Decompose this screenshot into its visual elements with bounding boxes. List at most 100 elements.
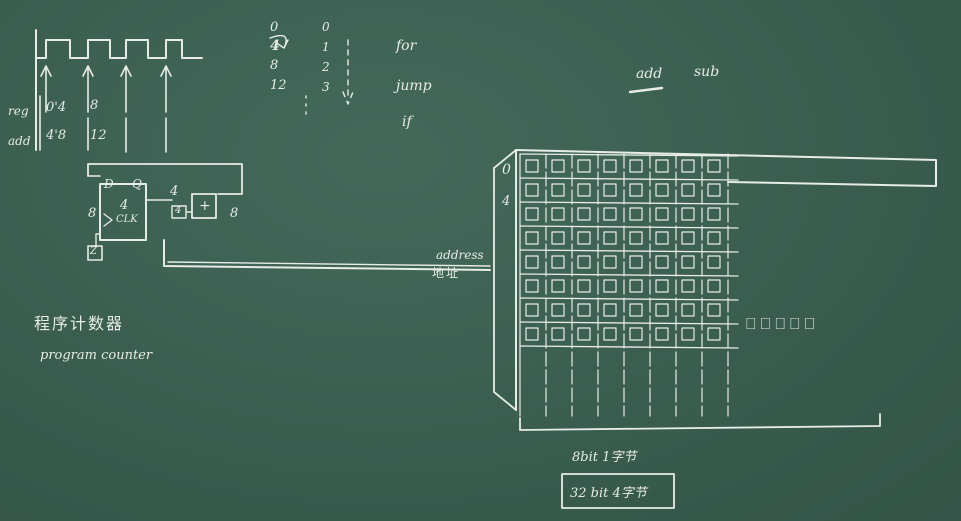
memory-cell: [681, 159, 695, 173]
memory-grid: [519, 153, 739, 417]
q-label: Q: [132, 177, 142, 191]
addr-0: 0: [270, 20, 279, 35]
memory-cell: [577, 183, 591, 197]
output-wire-double: [167, 261, 491, 267]
add-label: add: [8, 134, 31, 148]
memory-cell: [551, 327, 565, 341]
grid-row-line: [519, 321, 739, 325]
stored-value: 4: [120, 198, 129, 213]
index-0: 0: [322, 20, 330, 34]
memory-cell: [577, 231, 591, 245]
memory-cell: [629, 255, 643, 269]
memory-cell: [603, 303, 617, 317]
memory-cell: [551, 279, 565, 293]
d-label: D: [104, 177, 114, 191]
memory-cell: [707, 279, 721, 293]
dashed-arrow: [342, 39, 354, 105]
reg-value-2: 8: [90, 98, 99, 113]
memory-cell: [551, 255, 565, 269]
clock-wire: [95, 233, 101, 247]
register-clk-tri: [103, 213, 113, 227]
curl-arrow: [269, 34, 289, 49]
memory-cell: [603, 207, 617, 221]
memory-top-edge: [493, 149, 517, 169]
adder-box: [191, 193, 217, 219]
addr-12: 12: [270, 78, 287, 93]
keyword-for: for: [396, 38, 417, 54]
edge-arrow-2: [82, 65, 94, 113]
memory-cell: [707, 207, 721, 221]
memory-cell: [525, 279, 539, 293]
adder-output-value: 8: [230, 206, 239, 221]
byte-caption: 8bit 1字节: [572, 450, 637, 465]
memory-cell: [681, 279, 695, 293]
memory-cell: [603, 231, 617, 245]
memory-cell: [655, 231, 669, 245]
memory-cell: [707, 327, 721, 341]
title-cn: 程序计数器: [34, 314, 125, 333]
word-caption: 32 bit 4字节: [570, 486, 647, 501]
row-label-0: 0: [502, 162, 511, 178]
address-cn-label: 地址: [432, 266, 461, 280]
memory-cell: [681, 231, 695, 245]
keyword-if: if: [402, 114, 412, 130]
edge-arrow-4: [160, 65, 172, 113]
keyword-jump: jump: [396, 78, 432, 94]
memory-cell: [655, 327, 669, 341]
memory-cell: [525, 183, 539, 197]
memory-cell: [629, 183, 643, 197]
memory-cell: [525, 159, 539, 173]
addr-8: 8: [270, 58, 279, 73]
memory-cell: [577, 303, 591, 317]
row-label-4: 4: [502, 194, 511, 209]
add-value-2: 12: [90, 128, 107, 143]
memory-cell: [655, 183, 669, 197]
memory-cell: [551, 231, 565, 245]
grid-row-line: [519, 297, 739, 301]
index-1: 1: [322, 40, 330, 54]
index-2: 2: [322, 60, 330, 74]
memory-cell: [707, 231, 721, 245]
memory-cell: [629, 327, 643, 341]
memory-cell: [655, 303, 669, 317]
memory-cell: [681, 327, 695, 341]
memory-cell: [551, 183, 565, 197]
input-value: 8: [88, 206, 97, 221]
word-caption-box: [561, 473, 675, 509]
adder-symbol: +: [199, 198, 211, 214]
memory-cell: [603, 255, 617, 269]
memory-cell: [655, 207, 669, 221]
grid-row-line: [519, 273, 739, 277]
memory-cell: [655, 159, 669, 173]
grid-row-line: [519, 249, 739, 253]
memory-cell: [681, 303, 695, 317]
memory-cell: [707, 183, 721, 197]
memory-cell: [551, 159, 565, 173]
memory-cell: [629, 303, 643, 317]
const-box-label: 4: [175, 205, 182, 216]
memory-cell: [707, 159, 721, 173]
op-add: add: [636, 66, 663, 82]
memory-cell: [655, 279, 669, 293]
memory-cell: [681, 207, 695, 221]
reg-value-1: 0'4: [46, 100, 67, 115]
memory-cell: [603, 279, 617, 293]
address-label: address: [436, 248, 484, 262]
grid-row-line: [519, 345, 739, 349]
output-wire: [163, 239, 491, 271]
grid-row-line: [519, 201, 739, 205]
index-3: 3: [322, 80, 330, 94]
memory-cell: [551, 207, 565, 221]
memory-cell: [603, 159, 617, 173]
memory-cell: [629, 231, 643, 245]
memory-cell: [577, 327, 591, 341]
extra-row-boxes: ⎕ ⎕ ⎕ ⎕ ⎕: [746, 314, 815, 333]
memory-top: [515, 149, 937, 187]
memory-bracket: [519, 413, 881, 431]
memory-cell: [655, 255, 669, 269]
memory-cell: [577, 279, 591, 293]
feedback-loop: [87, 163, 243, 195]
clock-waveform: [35, 39, 203, 59]
register-box: [99, 183, 147, 241]
